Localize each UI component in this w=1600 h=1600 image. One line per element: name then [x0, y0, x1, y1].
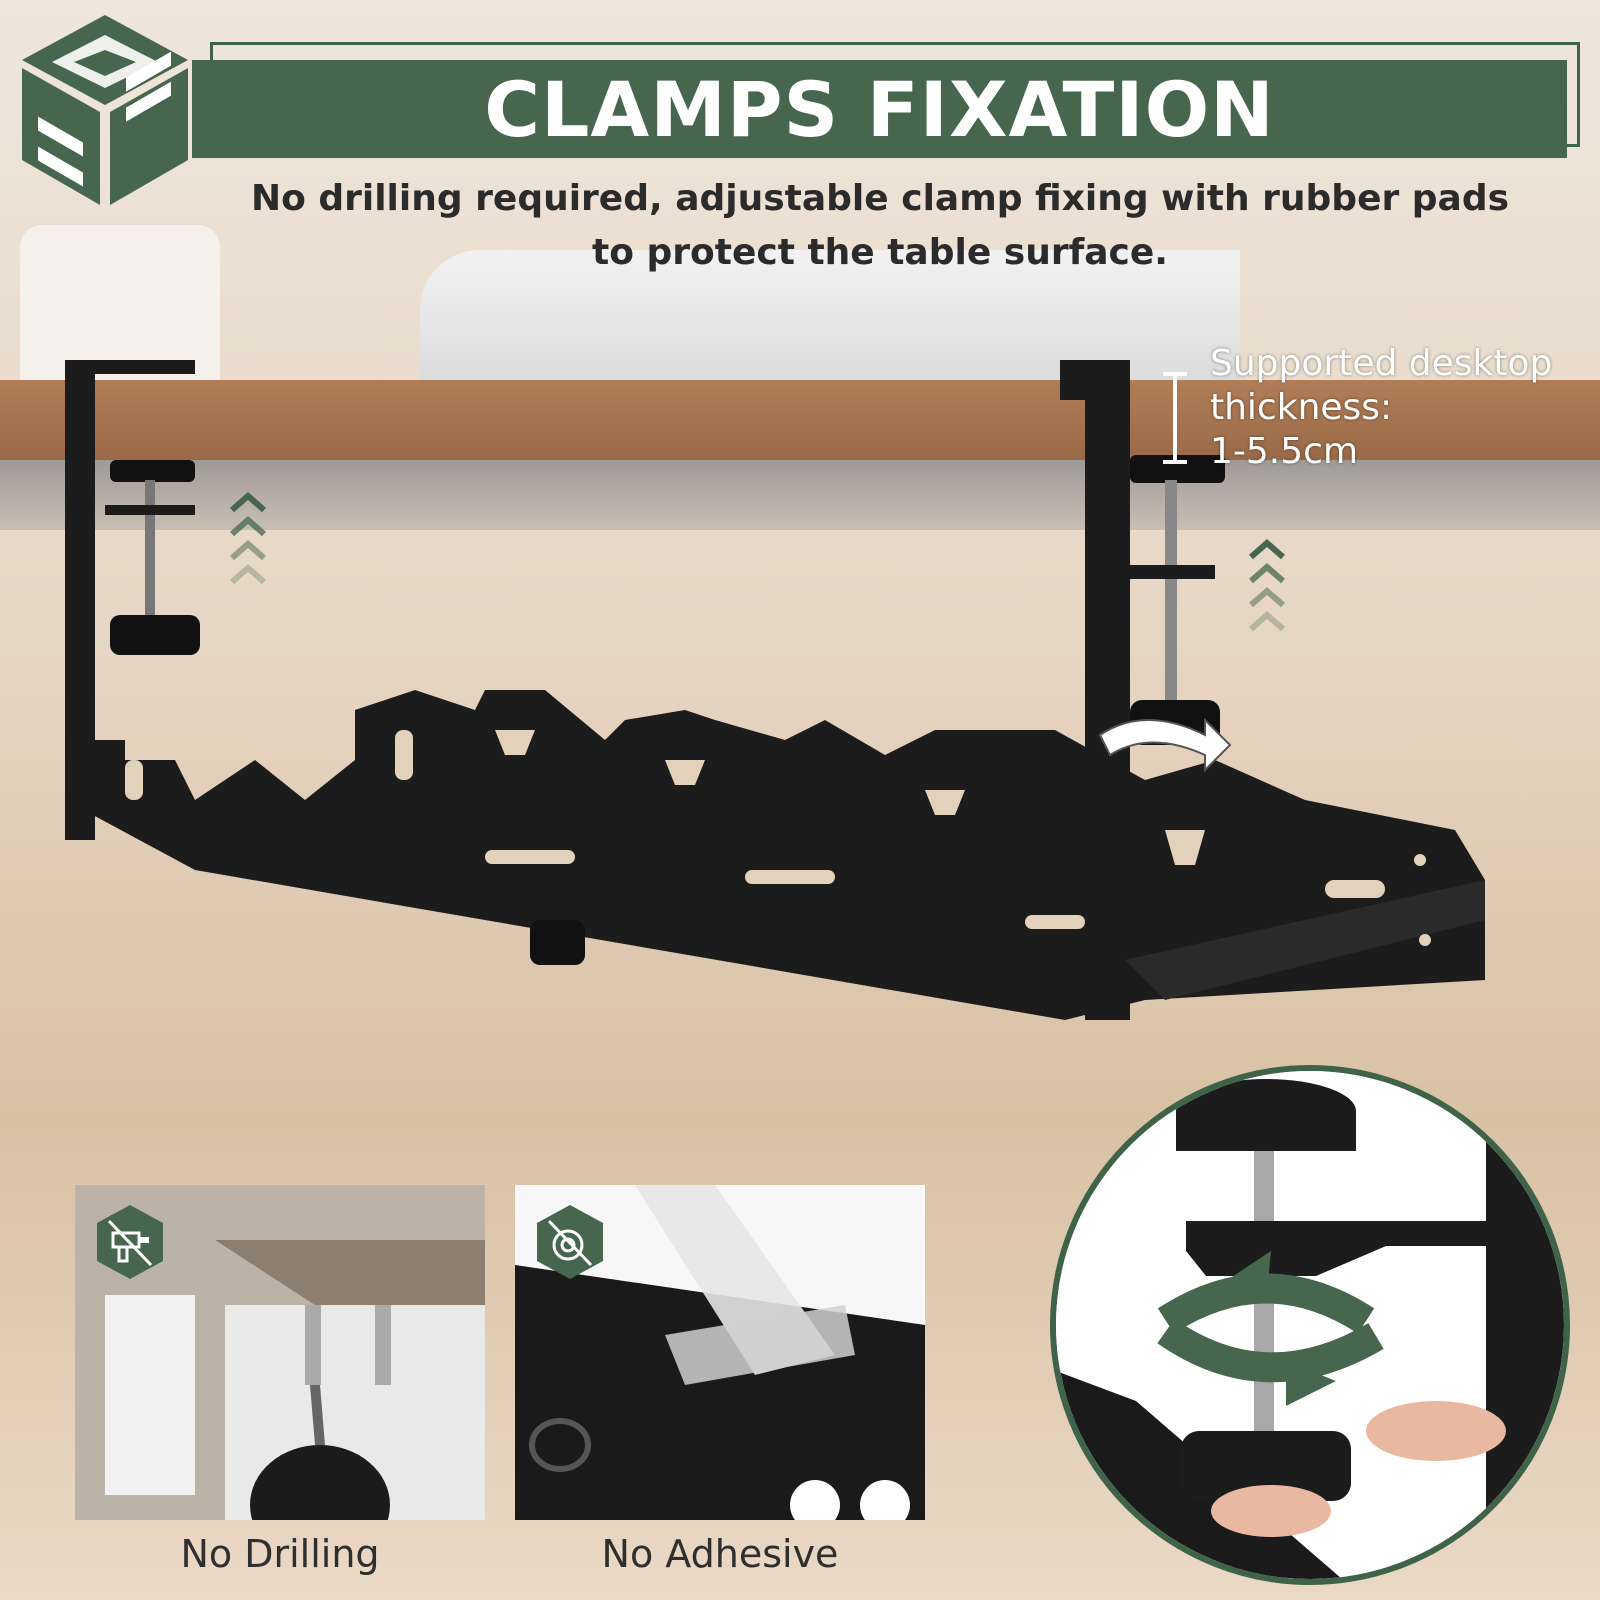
- subtitle-line-2: to protect the table surface.: [592, 232, 1168, 273]
- desk-top: [0, 380, 1600, 460]
- thickness-line-2: thickness:: [1210, 387, 1393, 428]
- thickness-line-1: Supported desktop: [1210, 343, 1553, 384]
- rotate-arrow-icon: [1098, 717, 1232, 773]
- no-drill-icon: [97, 1205, 163, 1279]
- monitor-stand: [420, 250, 1240, 380]
- thickness-note: Supported desktop thickness: 1-5.5cm: [1210, 342, 1595, 474]
- brand-logo-icon: [22, 15, 188, 205]
- no-tape-icon: [537, 1205, 603, 1279]
- tray-cutouts: [125, 730, 1431, 946]
- tray-body: [65, 690, 1485, 1020]
- background-lamp: [20, 225, 220, 385]
- cable-tray-illustration: [65, 360, 1485, 1020]
- left-clamp-pad-top: [110, 460, 195, 482]
- feature-label-no-drilling: No Drilling: [180, 1532, 380, 1576]
- thickness-bracket: [1163, 372, 1187, 464]
- up-chevrons-icon: [1249, 539, 1285, 632]
- page-title: CLAMPS FIXATION: [484, 64, 1275, 154]
- subtitle: No drilling required, adjustable clamp f…: [180, 172, 1580, 280]
- feature-label-no-adhesive: No Adhesive: [601, 1532, 839, 1576]
- left-clamp-knob: [110, 615, 200, 655]
- thickness-line-3: 1-5.5cm: [1210, 431, 1359, 472]
- clamp-closeup-photo: [1056, 1071, 1564, 1579]
- up-chevrons-icon: [230, 492, 266, 585]
- right-clamp-pad-top: [1130, 455, 1225, 483]
- feature-card-no-adhesive: [515, 1185, 925, 1520]
- desk-underside: [0, 460, 1600, 530]
- feature-card-no-drilling: [75, 1185, 485, 1520]
- tray-lock-knob: [530, 920, 585, 965]
- left-clamp-screw: [145, 480, 155, 630]
- title-banner: CLAMPS FIXATION: [192, 60, 1567, 158]
- subtitle-line-1: No drilling required, adjustable clamp f…: [250, 178, 1510, 219]
- right-clamp-screw: [1165, 480, 1177, 720]
- clamp-closeup: [1050, 1065, 1570, 1585]
- no-drilling-photo: [75, 1185, 485, 1520]
